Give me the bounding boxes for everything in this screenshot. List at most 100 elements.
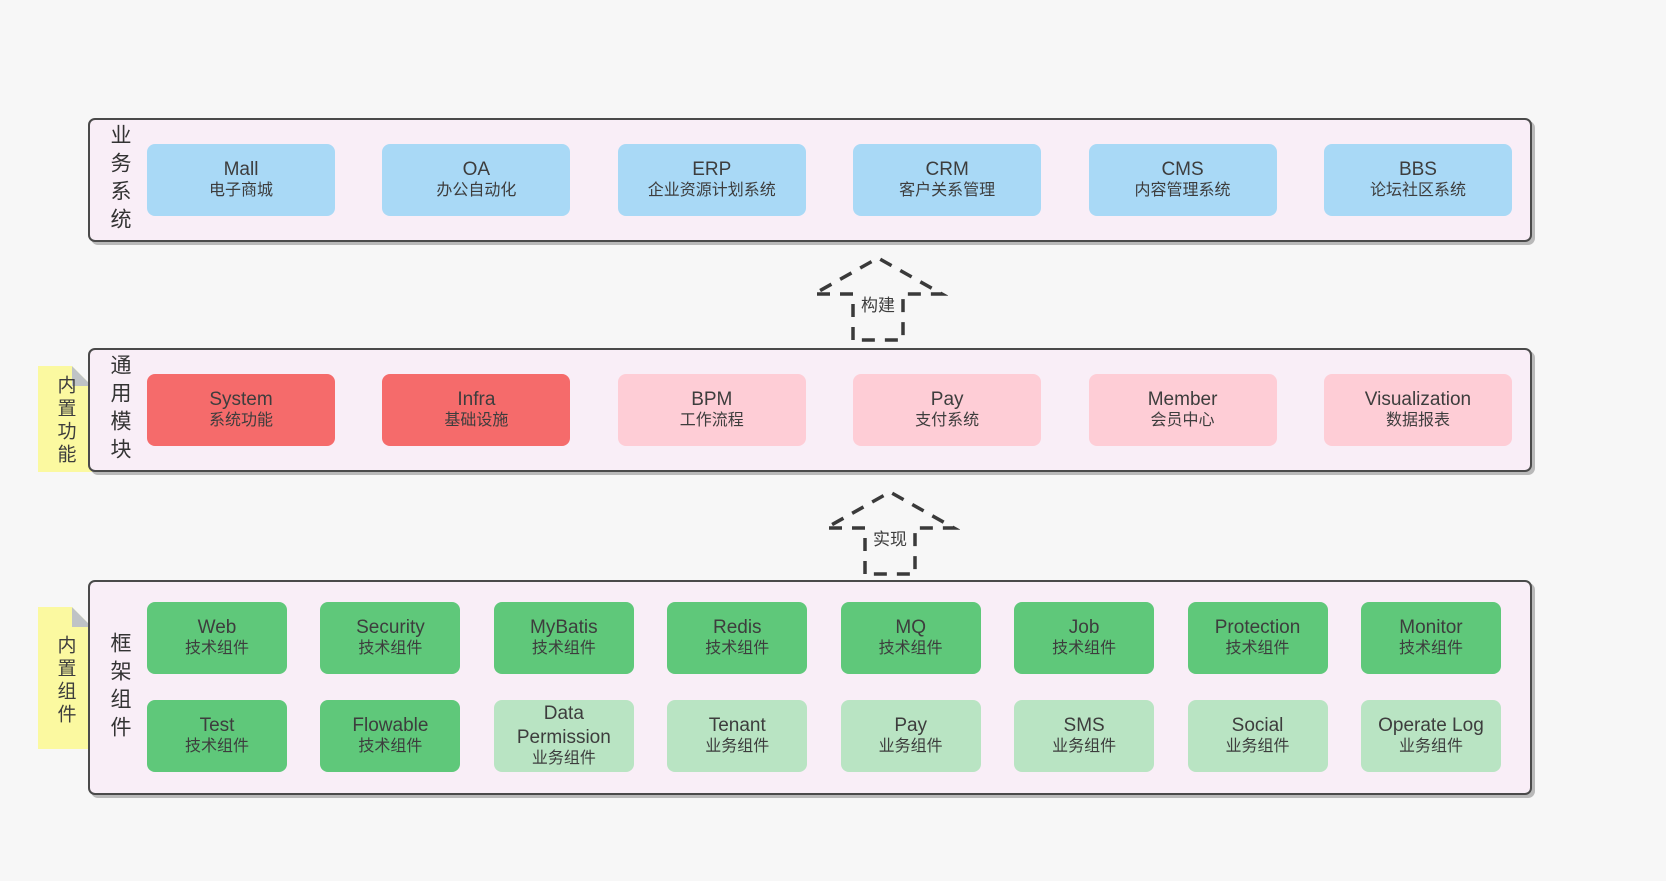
node-bbs: BBS 论坛社区系统 — [1323, 144, 1512, 216]
node-title: Social — [1231, 714, 1284, 736]
implement-arrow-label: 实现 — [868, 524, 912, 551]
node-security: Security 技术组件 — [320, 602, 461, 674]
up-arrow-icon — [820, 489, 960, 576]
node-oa: OA 办公自动化 — [382, 144, 571, 216]
node-title: Security — [356, 616, 425, 638]
layer-label-business-systems: 业务系统 — [108, 124, 131, 236]
node-title: MQ — [895, 616, 926, 638]
framework-components-grid: Web 技术组件 Security 技术组件 MyBatis 技术组件 Redi… — [147, 602, 1501, 772]
components-row-1: Web 技术组件 Security 技术组件 MyBatis 技术组件 Redi… — [147, 602, 1501, 674]
node-title: Pay — [930, 388, 964, 410]
node-subtitle: 会员中心 — [1150, 412, 1215, 430]
node-tenant: Tenant 业务组件 — [667, 700, 808, 772]
node-subtitle: 业务组件 — [1052, 738, 1117, 756]
node-subtitle: 工作流程 — [679, 412, 744, 430]
sticky-note-builtin-components: 内置组件 — [38, 607, 92, 749]
node-title: MyBatis — [530, 616, 598, 638]
business-systems-boxes: Mall 电子商城 OA 办公自动化 ERP 企业资源计划系统 CRM 客户关系… — [147, 120, 1512, 240]
node-mq: MQ 技术组件 — [840, 602, 981, 674]
node-cms: CMS 内容管理系统 — [1088, 144, 1277, 216]
node-title: CRM — [925, 158, 969, 180]
node-subtitle: 技术组件 — [1398, 640, 1463, 658]
common-modules-layer: 通用模块 System 系统功能 Infra 基础设施 BPM 工作流程 Pay… — [88, 348, 1532, 472]
node-title: Protection — [1214, 616, 1301, 638]
node-subtitle: 业务组件 — [1225, 738, 1290, 756]
node-member: Member 会员中心 — [1088, 374, 1277, 446]
node-subtitle: 论坛社区系统 — [1369, 182, 1466, 200]
node-title: Test — [199, 714, 235, 736]
node-subtitle: 数据报表 — [1385, 412, 1450, 430]
node-subtitle: 电子商城 — [208, 182, 273, 200]
node-subtitle: 办公自动化 — [436, 182, 517, 200]
node-subtitle: 企业资源计划系统 — [647, 182, 776, 200]
node-title: Monitor — [1399, 616, 1463, 638]
node-social: Social 业务组件 — [1187, 700, 1328, 772]
node-system: System 系统功能 — [147, 374, 335, 446]
node-monitor: Monitor 技术组件 — [1360, 602, 1501, 674]
node-title: Flowable — [352, 714, 429, 736]
node-title: Member — [1147, 388, 1218, 410]
node-subtitle: 技术组件 — [184, 640, 249, 658]
node-bpm: BPM 工作流程 — [617, 374, 806, 446]
node-subtitle: 技术组件 — [184, 738, 249, 756]
node-mybatis: MyBatis 技术组件 — [493, 602, 634, 674]
node-title: System — [209, 388, 273, 410]
business-systems-layer: 业务系统 Mall 电子商城 OA 办公自动化 ERP 企业资源计划系统 CRM… — [88, 118, 1532, 242]
framework-components-layer: 框架组件 Web 技术组件 Security 技术组件 MyBatis 技术组件… — [88, 580, 1532, 795]
node-data-permission: Data Permission 业务组件 — [493, 700, 634, 772]
sticky-note-label: 内置组件 — [54, 634, 76, 727]
node-subtitle: 系统功能 — [208, 412, 273, 430]
node-subtitle: 支付系统 — [915, 412, 980, 430]
node-subtitle: 技术组件 — [531, 640, 596, 658]
node-title: Visualization — [1364, 388, 1472, 410]
node-title: Infra — [457, 388, 496, 410]
node-title: Web — [197, 616, 237, 638]
node-subtitle: 基础设施 — [444, 412, 509, 430]
node-subtitle: 技术组件 — [705, 640, 770, 658]
node-operate-log: Operate Log 业务组件 — [1360, 700, 1501, 772]
sticky-note-builtin-functions: 内置功能 — [38, 366, 92, 472]
up-arrow-icon — [808, 255, 948, 342]
node-subtitle: 业务组件 — [531, 750, 596, 768]
node-title: Tenant — [708, 714, 766, 736]
node-flowable: Flowable 技术组件 — [320, 700, 461, 772]
node-subtitle: 技术组件 — [1052, 640, 1117, 658]
node-mall: Mall 电子商城 — [147, 144, 335, 216]
node-subtitle: 内容管理系统 — [1134, 182, 1231, 200]
node-title: Redis — [712, 616, 762, 638]
node-subtitle: 业务组件 — [878, 738, 943, 756]
node-sms: SMS 业务组件 — [1014, 700, 1155, 772]
node-subtitle: 技术组件 — [358, 640, 423, 658]
node-subtitle: 客户关系管理 — [899, 182, 996, 200]
layer-label-common-modules: 通用模块 — [108, 354, 131, 466]
node-title: OA — [462, 158, 491, 180]
implement-arrow: 实现 — [820, 486, 960, 578]
node-title: SMS — [1063, 714, 1105, 736]
node-visualization: Visualization 数据报表 — [1323, 374, 1512, 446]
node-crm: CRM 客户关系管理 — [853, 144, 1042, 216]
node-subtitle: 技术组件 — [1225, 640, 1290, 658]
node-test: Test 技术组件 — [147, 700, 287, 772]
components-row-2: Test 技术组件 Flowable 技术组件 Data Permission … — [147, 700, 1501, 772]
common-modules-boxes: System 系统功能 Infra 基础设施 BPM 工作流程 Pay 支付系统… — [147, 350, 1512, 470]
node-title: Job — [1068, 616, 1100, 638]
node-infra: Infra 基础设施 — [382, 374, 571, 446]
layer-label-framework-components: 框架组件 — [108, 631, 131, 744]
build-arrow: 构建 — [808, 252, 948, 344]
node-pay-component: Pay 业务组件 — [840, 700, 981, 772]
node-pay-system: Pay 支付系统 — [853, 374, 1042, 446]
node-subtitle: 业务组件 — [1398, 738, 1463, 756]
node-protection: Protection 技术组件 — [1187, 602, 1328, 674]
node-title: CMS — [1161, 158, 1204, 180]
node-job: Job 技术组件 — [1014, 602, 1155, 674]
node-title: BPM — [691, 388, 733, 410]
node-title: Pay — [894, 714, 928, 736]
node-subtitle: 技术组件 — [878, 640, 943, 658]
node-redis: Redis 技术组件 — [667, 602, 808, 674]
node-web: Web 技术组件 — [147, 602, 287, 674]
node-title: Mall — [223, 158, 259, 180]
node-erp: ERP 企业资源计划系统 — [617, 144, 806, 216]
node-subtitle: 技术组件 — [358, 738, 423, 756]
node-title: Operate Log — [1378, 714, 1484, 736]
